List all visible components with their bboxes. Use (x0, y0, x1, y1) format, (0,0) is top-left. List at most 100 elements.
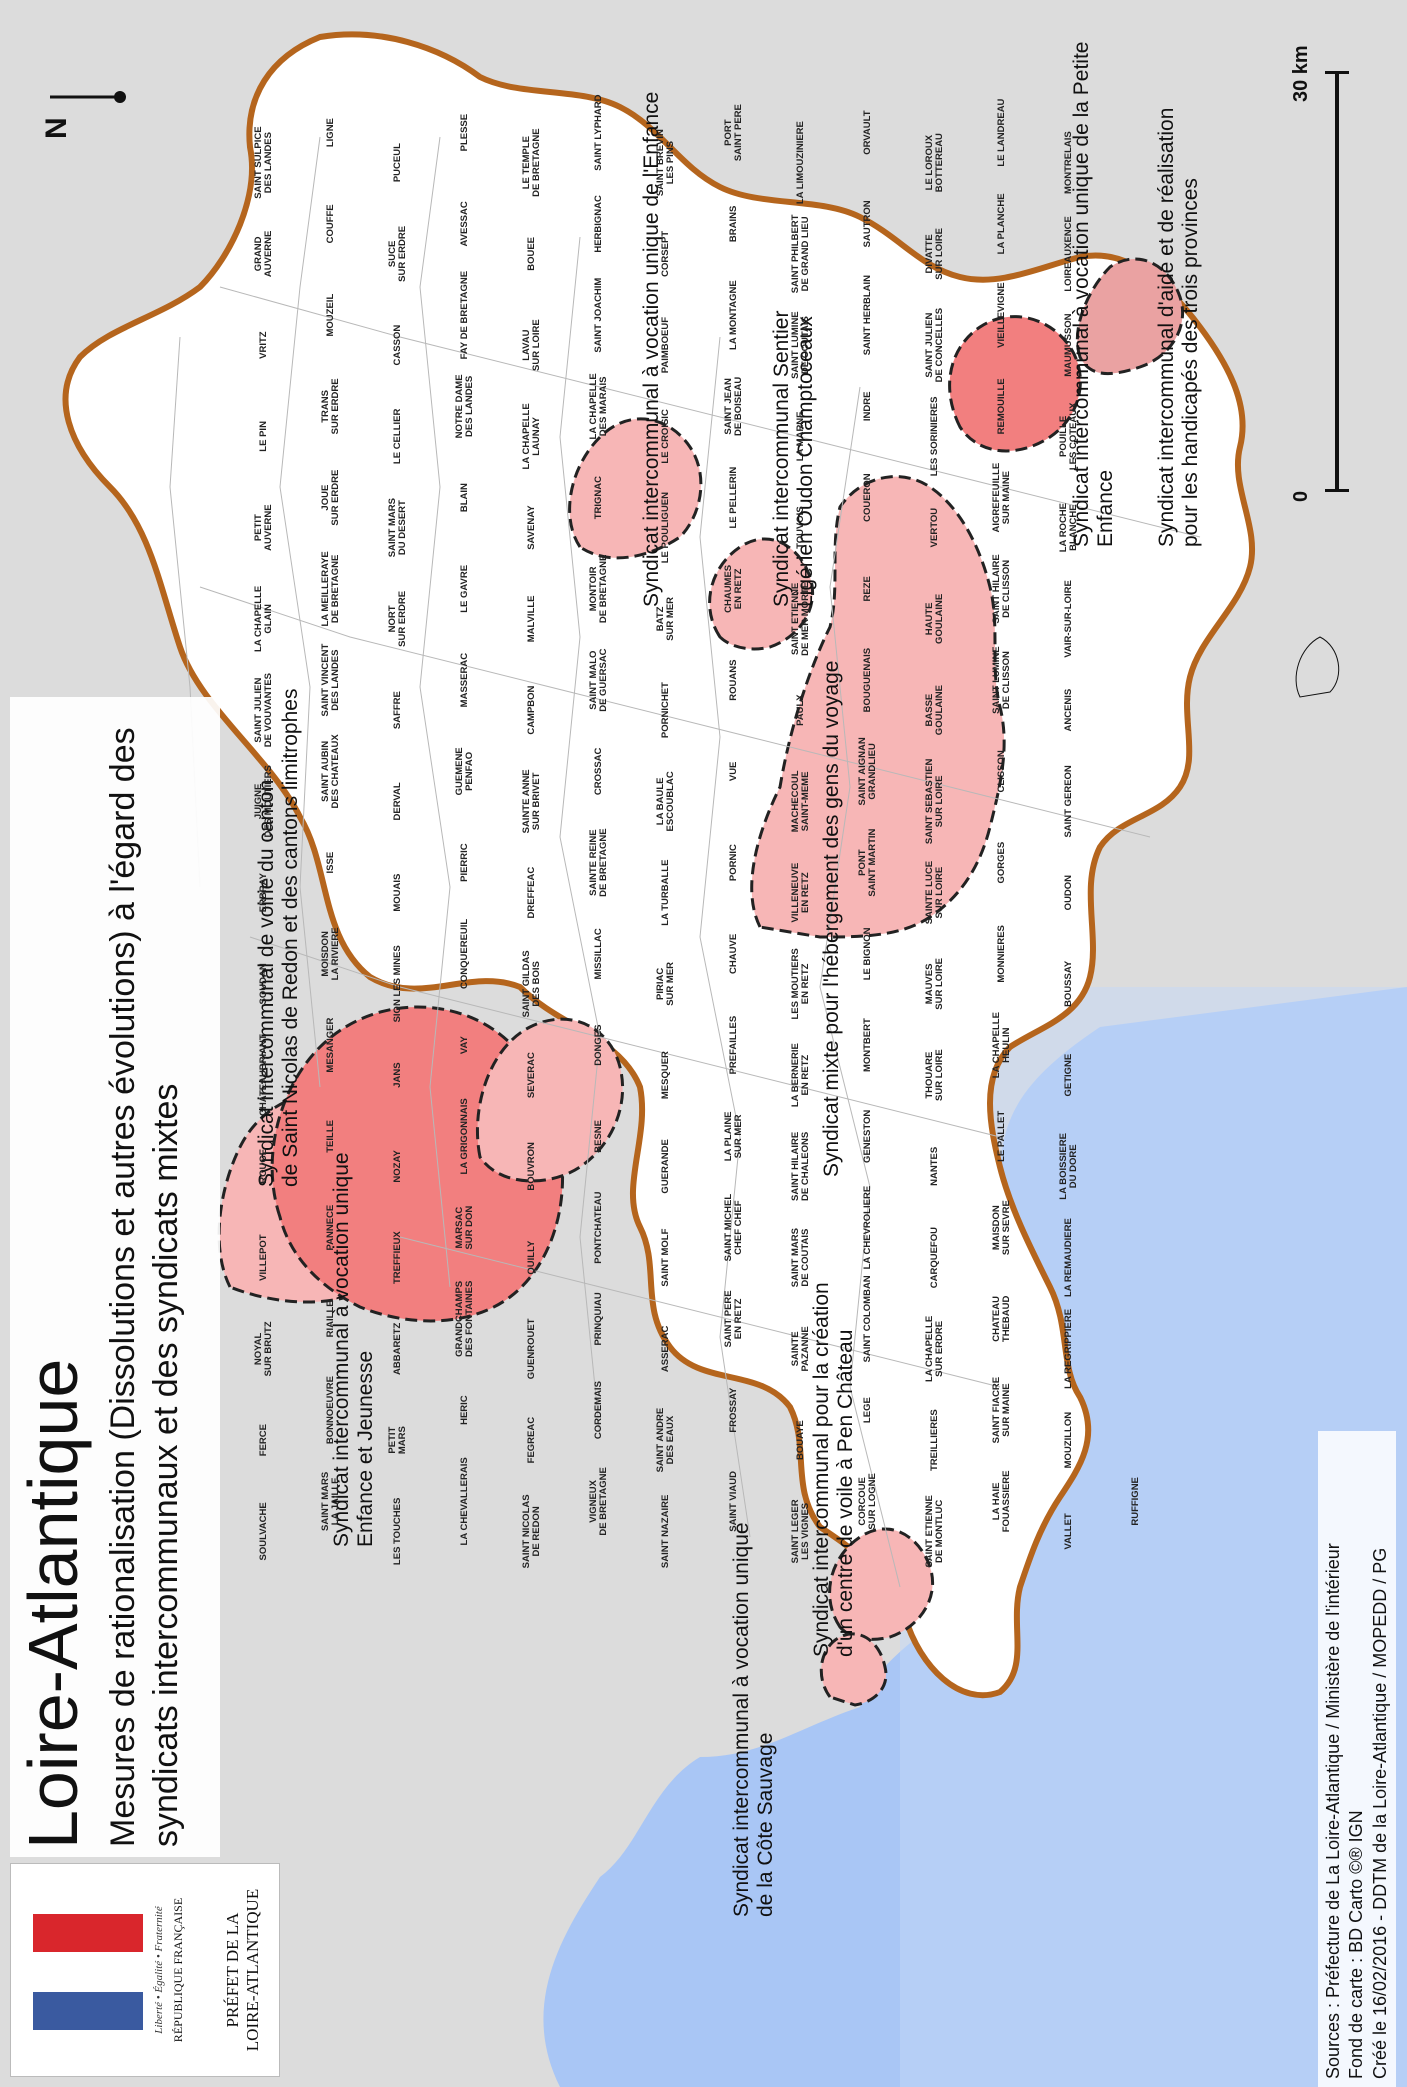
commune-label: LE POULIGUEN (660, 491, 672, 564)
north-arrow-icon (50, 91, 126, 103)
commune-label: PAULX (794, 694, 806, 726)
commune-label: SAINT VIAUD (727, 1471, 739, 1532)
sources-line-2: Fond de carte : BD Carto ©® IGN (1346, 1810, 1367, 2079)
commune-label: LES SORINIERES (929, 396, 941, 477)
commune-label: LE BIGNON (861, 927, 873, 981)
syndicat-zone-sentier-ligerien (708, 537, 815, 651)
commune-label: SAINT GILDAS DES BOIS (521, 950, 543, 1018)
commune-label: CHAUVE (727, 933, 739, 974)
commune-label: SAINT MOLF (660, 1228, 672, 1287)
commune-label: TREFFIEUX (391, 1231, 403, 1285)
commune-label: VILLEPOT (257, 1234, 269, 1281)
commune-label: CAMPBON (526, 685, 538, 735)
commune-label: FAY DE BRETAGNE (459, 270, 471, 360)
commune-label: SAINT BREVIN LES PINS (655, 129, 677, 197)
commune-label: ASSERAC (660, 1325, 672, 1373)
commune-label: CONQUEREUIL (459, 918, 471, 989)
commune-label: GUERANDE (660, 1139, 672, 1194)
commune-label: MAUVES SUR LOIRE (924, 958, 945, 1010)
commune-label: JOUE SUR ERDRE (319, 469, 341, 526)
commune-label: SAINT JULIEN DE VOUVANTES (252, 672, 274, 748)
commune-label: SAINT SEBASTIEN SUR LOIRE (924, 758, 945, 845)
commune-label: MESANGER (324, 1017, 336, 1073)
commune-label: SAINT MARS DU DESERT (386, 498, 408, 558)
commune-label: CHATEAUBRIANT (257, 1034, 269, 1116)
commune-label: BOUEE (526, 236, 538, 271)
commune-label: LOIREAUXENCE (1063, 216, 1075, 292)
commune-label: PETIT MARS (386, 1426, 408, 1455)
commune-label: GENESTON (861, 1109, 873, 1163)
commune-label: PANNECE (324, 1204, 336, 1251)
commune-label: NOZAY (391, 1150, 403, 1183)
commune-label: OUDON (1063, 874, 1075, 911)
commune-label: ROUGE (257, 1148, 269, 1184)
syndicat-zone-cote-sauvage (819, 1632, 888, 1707)
commune-label: SAINTE LUCE SUR LOIRE (924, 860, 945, 925)
commune-label: MOISDON LA RIVIERE (319, 927, 341, 981)
commune-label: TRIGNAC (593, 475, 605, 520)
commune-label: MISSILLAC (593, 928, 605, 980)
commune-label: SAINT AIGNAN GRANDLIEU (856, 737, 878, 806)
commune-label: LEGE (861, 1397, 873, 1424)
commune-label: AVESSAC (459, 201, 471, 247)
commune-label: LE CELLIER (391, 408, 403, 465)
commune-label: BATZ SUR MER (655, 596, 677, 641)
commune-label: REZE (861, 576, 873, 602)
commune-label: NORT SUR ERDRE (386, 590, 408, 647)
commune-label: SAINT JEAN DE BOISEAU (722, 376, 744, 436)
callout-pen-chateau: Syndicat intercommunal pour la création … (810, 1282, 858, 1657)
commune-label: LA CHAPELLE GLAIN (252, 585, 274, 652)
logo-republic: RÉPUBLIQUE FRANÇAISE (171, 1897, 185, 2043)
commune-label: SAINT MARS DE COUTAIS (789, 1228, 811, 1288)
commune-label: LA REMAUDIERE (1063, 1218, 1075, 1298)
commune-label: GRAND AUVERNE (252, 230, 274, 278)
commune-label: BOUSSAY (1063, 960, 1075, 1007)
commune-label: MAISDON SUR SEVRE (991, 1200, 1013, 1256)
commune-label: PONT SAINT MARTIN (856, 828, 878, 897)
commune-label: SAINT PHILBERT DE GRAND LIEU (789, 214, 811, 294)
sources-line-1: Sources : Préfecture de La Loire-Atlanti… (1323, 1543, 1343, 2079)
commune-label: LA CHAPELLE DES MARAIS (588, 373, 610, 440)
commune-label: FEGREAC (526, 1416, 538, 1464)
commune-label: SAINTE PAZANNE (789, 1326, 811, 1372)
commune-label: ANCENIS (1063, 688, 1075, 732)
commune-label: SAUTRON (861, 200, 873, 248)
commune-label: MOUZILLON (1063, 1411, 1075, 1469)
commune-label: SAINT ANDRE DES EAUX (655, 1407, 677, 1473)
commune-label: LE CROISIC (660, 409, 672, 464)
commune-label: MARSAC SUR DON (454, 1205, 475, 1250)
commune-label: HERBIGNAC (593, 195, 605, 253)
commune-label: PAIMBOEUF (660, 316, 672, 374)
scale-bar (1325, 71, 1365, 492)
commune-label: MAUMUSSON (1063, 313, 1075, 377)
commune-label: RIAILLE (324, 1300, 336, 1338)
commune-label: SAINT COLOMBAN (861, 1275, 873, 1363)
commune-label: SAINTE REINE DE BRETAGNE (588, 828, 610, 897)
commune-label: VRITZ (257, 331, 269, 359)
syndicat-zone-gens-du-voyage (750, 475, 1006, 939)
sources-line-3: Créé le 16/02/2016 - DDTM de la Loire-At… (1369, 1547, 1390, 2079)
commune-label: CHAUMES EN RETZ (722, 564, 744, 613)
commune-label: CARQUEFOU (929, 1227, 941, 1289)
commune-label: ORVAULT (861, 110, 873, 155)
commune-label: JANS (391, 1062, 403, 1088)
commune-label: SAINT LUMINE DE COUTAIS (789, 311, 811, 379)
commune-label: VUE (727, 761, 739, 782)
commune-label: CORSEPT (660, 230, 672, 277)
commune-label: LA CHAPELLE SUR ERDRE (924, 1315, 945, 1382)
commune-label: VIGNEUX DE BRETAGNE (588, 1467, 610, 1536)
commune-label: VERTOU (929, 507, 941, 548)
commune-label: TRANS SUR ERDRE (319, 378, 341, 435)
commune-label: THOUARE SUR LOIRE (924, 1049, 945, 1101)
commune-label: VALLET (1063, 1513, 1075, 1550)
commune-label: GRANDCHAMPS DES FONTAINES (454, 1280, 475, 1358)
commune-label: MONTRELAIS (1063, 131, 1075, 195)
commune-label: LES MOUTIERS EN RETZ (789, 948, 811, 1020)
commune-label: MOUAIS (391, 873, 403, 912)
commune-label: SAINT FIACRE SUR MAINE (991, 1376, 1013, 1444)
commune-label: LE LOROUX BOTTEREAU (924, 133, 945, 193)
prefecture-logo: Liberté • Égalité • Fraternité RÉPUBLIQU… (10, 1863, 280, 2077)
commune-label: DIVATTE SUR LOIRE (924, 228, 945, 280)
